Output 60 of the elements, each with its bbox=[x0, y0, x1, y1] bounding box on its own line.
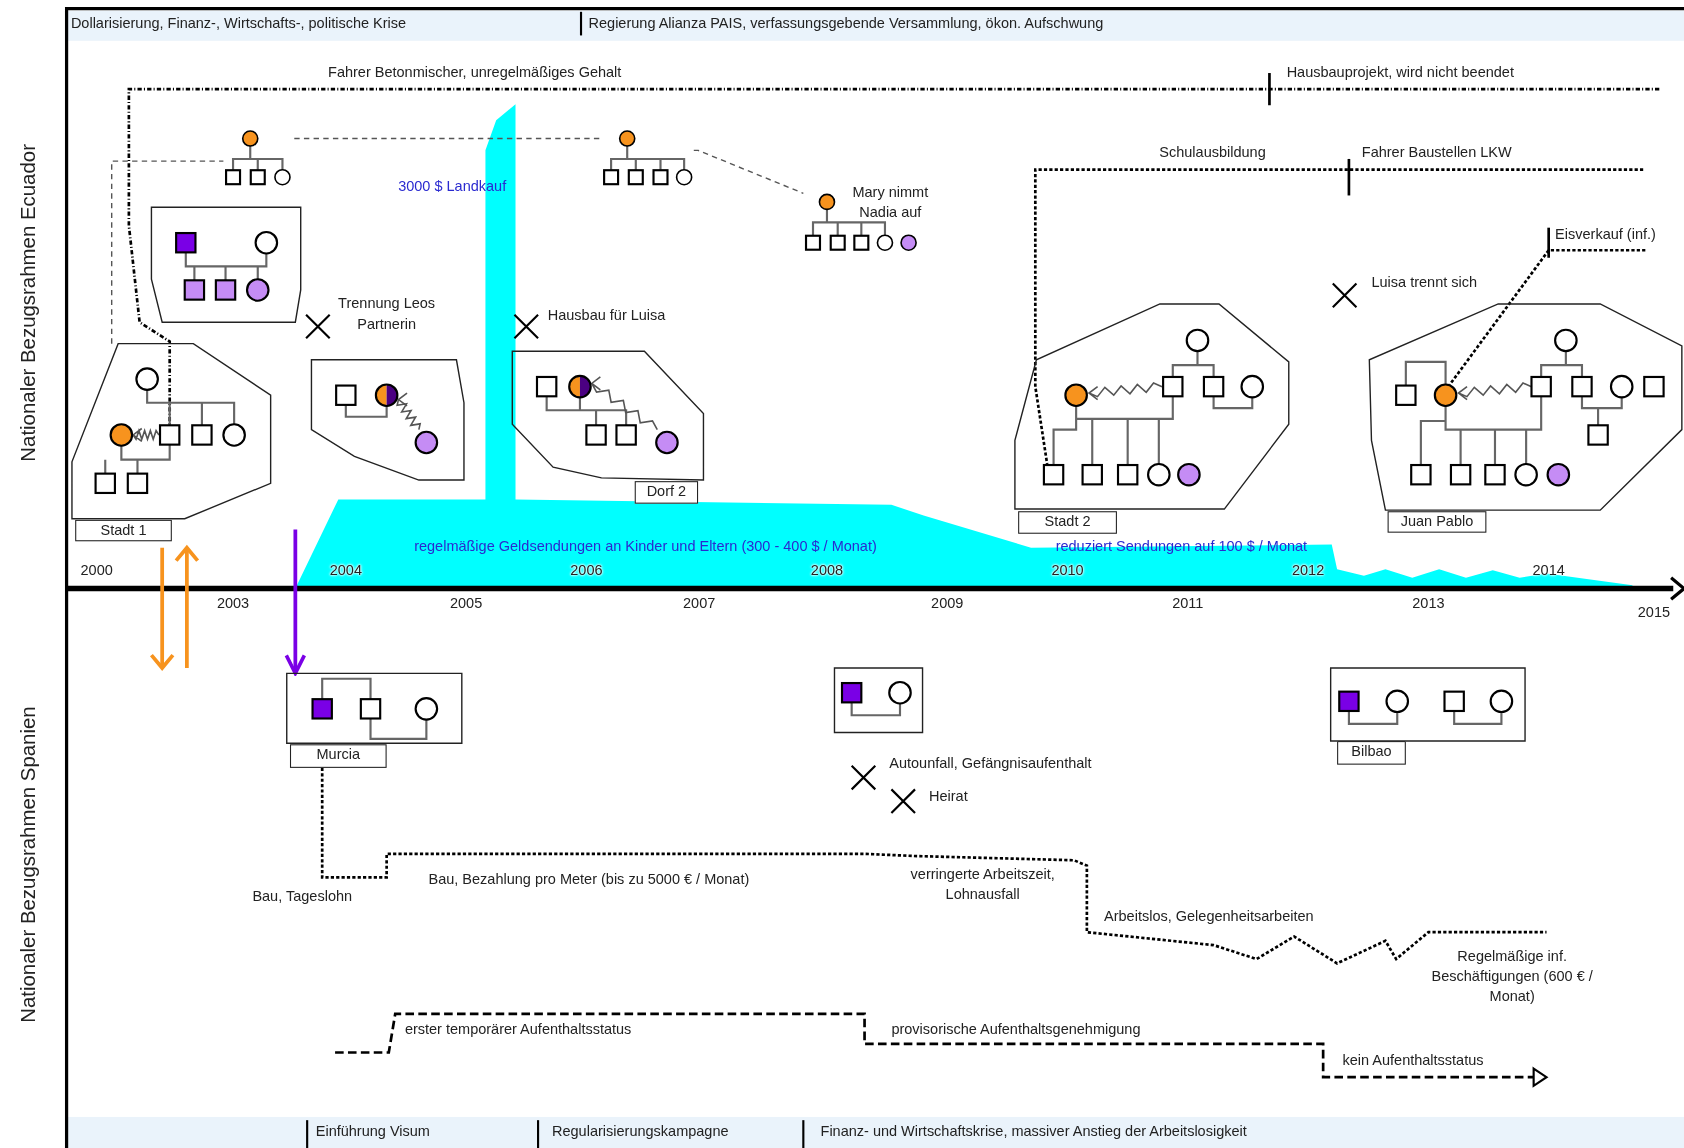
remittance-label: regelmäßige Geldsendungen an Kinder und Eltern (300 - 400 $ / Monat) bbox=[414, 537, 877, 557]
household-outline bbox=[1369, 303, 1682, 533]
event-label: Luisa trennt sich bbox=[1371, 273, 1478, 293]
axis-title: Nationaler Bezugsrahmen Spanien bbox=[17, 706, 39, 1023]
household-outline bbox=[1014, 303, 1289, 534]
household-outline bbox=[311, 359, 464, 481]
year-label: 2011 bbox=[1172, 594, 1204, 614]
event-label: Hausbau für Luisa bbox=[547, 305, 666, 325]
activity-label: Arbeitslos, Gelegenheitsarbeiten bbox=[1104, 907, 1314, 927]
activity-label: verringerte Arbeitszeit, Lohnausfall bbox=[909, 864, 1056, 905]
year-label: 2004 bbox=[329, 561, 362, 581]
period-note: Regierung Alianza PAIS, verfassungsgebende Versammlung, ökon. Aufschwung bbox=[588, 14, 1104, 34]
period-note: Regularisierungskampagne bbox=[552, 1121, 729, 1141]
period-note: Dollarisierung, Finanz-, Wirtschafts-, politische Krise bbox=[70, 14, 407, 34]
year-label: 2014 bbox=[1532, 561, 1565, 581]
household-outline bbox=[1330, 668, 1526, 765]
event-label: Mary nimmt Nadia auf bbox=[851, 182, 930, 223]
migration-arrow bbox=[284, 529, 307, 676]
place-label: Stadt 1 bbox=[75, 519, 172, 542]
year-label: 2003 bbox=[216, 594, 250, 614]
year-label: 2013 bbox=[1412, 594, 1445, 614]
activity-label: Regelmäßige inf. Beschäftigungen (600 € / Monat) bbox=[1430, 946, 1594, 1007]
household-outline bbox=[834, 668, 923, 733]
activity-label: Bau, Tageslohn bbox=[252, 886, 353, 906]
year-label: 2012 bbox=[1291, 561, 1325, 581]
household-outline bbox=[512, 351, 704, 504]
genogram-drawing bbox=[601, 128, 694, 187]
kinship-line bbox=[693, 149, 805, 194]
year-label: 2008 bbox=[810, 561, 844, 581]
event-label: Trennung Leos Partnerin bbox=[337, 294, 437, 334]
event-label: Heirat bbox=[929, 786, 968, 806]
year-label: 2005 bbox=[449, 594, 483, 614]
activity-label: Fahrer Baustellen LKW bbox=[1361, 143, 1512, 163]
household-outline bbox=[71, 343, 271, 542]
year-label: 2000 bbox=[80, 561, 113, 581]
activity-label: Hausbauprojekt, wird nicht beendet bbox=[1286, 62, 1514, 82]
activity-label: Schulausbildung bbox=[1159, 143, 1266, 163]
place-label: Juan Pablo bbox=[1387, 511, 1487, 533]
year-label: 2009 bbox=[931, 594, 964, 614]
place-label: Murcia bbox=[289, 744, 387, 768]
activity-label: Fahrer Betonmischer, unregelmäßiges Gehalt bbox=[328, 62, 622, 82]
kinship-line bbox=[111, 160, 225, 345]
period-note: Einführung Visum bbox=[315, 1121, 430, 1141]
household-outline bbox=[151, 207, 301, 323]
residence-label: provisorische Aufenthaltsgenehmigung bbox=[891, 1019, 1141, 1039]
household-outline bbox=[286, 673, 462, 768]
event-label: Autounfall, Gefängnisaufenthalt bbox=[889, 754, 1092, 774]
axis-title: Nationaler Bezugsrahmen Ecuador bbox=[17, 144, 39, 462]
activity-label: Eisverkauf (inf.) bbox=[1555, 225, 1656, 245]
place-label: Stadt 2 bbox=[1018, 511, 1117, 534]
place-label: Bilbao bbox=[1337, 741, 1406, 765]
activity-label: Bau, Bezahlung pro Meter (bis zu 5000 € / Monat) bbox=[428, 870, 750, 890]
period-note: Finanz- und Wirtschaftskrise, massiver Anstieg der Arbeitslosigkeit bbox=[820, 1121, 1247, 1141]
year-label: 2015 bbox=[1637, 603, 1671, 623]
residence-label: erster temporärer Aufenthaltsstatus bbox=[404, 1019, 632, 1039]
place-label: Dorf 2 bbox=[634, 481, 699, 504]
year-label: 2010 bbox=[1051, 561, 1084, 581]
residence-label: kein Aufenthaltsstatus bbox=[1342, 1050, 1484, 1071]
year-label: 2007 bbox=[683, 594, 716, 614]
year-label: 2006 bbox=[570, 561, 603, 581]
